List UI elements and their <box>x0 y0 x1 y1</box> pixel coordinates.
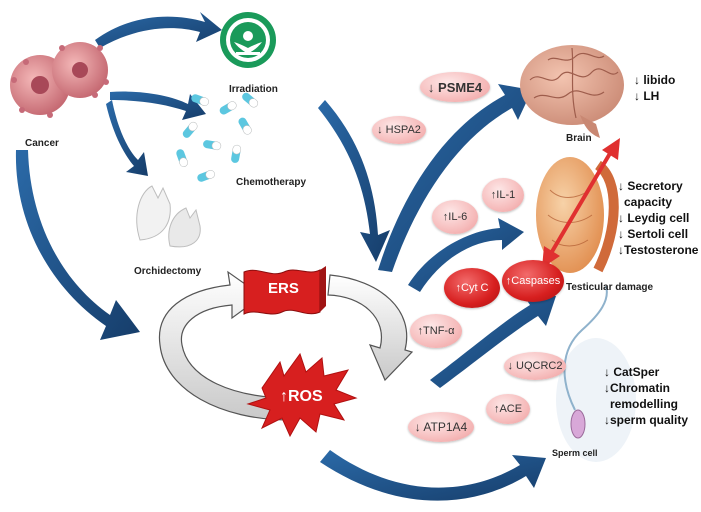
ros-label: ↑ROS <box>280 388 323 405</box>
sperm-effect-item: remodelling <box>610 397 679 411</box>
orchidectomy-label: Orchidectomy <box>134 266 202 277</box>
marker-il1: ↑IL-1 <box>482 178 524 212</box>
testicular-damage-label: Testicular damage <box>566 282 654 293</box>
broken-eggshell-icon <box>136 185 201 248</box>
arrow-to-testis-lower <box>430 296 556 388</box>
ros-burst <box>246 352 358 438</box>
testis-effect-item: ↓ Sertoli cell <box>618 227 689 241</box>
sperm-effect-item: ↓ CatSper <box>604 365 660 379</box>
testis-icon <box>536 157 619 273</box>
testis-effect-item: ↓Testosterone <box>618 243 699 257</box>
marker-uqcrc2: ↓ UQCRC2 <box>504 352 566 380</box>
brain-effect-item: ↓ libido <box>634 73 676 87</box>
arrow-cancer-to-chemotherapy <box>110 91 206 120</box>
arrow-to-brain <box>378 84 532 272</box>
arrow-to-testis-upper <box>408 218 524 292</box>
testis-effects: ↓ Secretory capacity ↓ Leydig cell ↓ Ser… <box>618 178 698 258</box>
marker-psme4: ↓ PSME4 <box>420 72 490 102</box>
irradiation-label: Irradiation <box>229 84 278 95</box>
testis-effect-item: ↓ Leydig cell <box>618 211 690 225</box>
arrow-to-sperm <box>320 450 546 501</box>
testis-effect-item: ↓ Secretory <box>618 179 683 193</box>
cycle-arrows <box>158 270 414 421</box>
brain-effect-item: ↓ LH <box>634 89 660 103</box>
blue-arrows <box>15 12 556 501</box>
marker-hspa2: ↓ HSPA2 <box>372 116 426 144</box>
brain-effects: ↓ libido ↓ LH <box>634 72 675 104</box>
arrow-cancer-to-irradiation <box>95 12 222 48</box>
testis-effect-item: capacity <box>624 195 673 209</box>
arrow-chemo-to-markers <box>318 100 390 262</box>
ers-label: ERS <box>268 280 299 297</box>
marker-cytc: ↑Cyt C <box>444 268 500 308</box>
sperm-effect-item: ↓Chromatin <box>604 381 670 395</box>
ers-block <box>243 266 326 315</box>
arrow-cancer-to-orchidectomy <box>106 100 148 176</box>
sperm-cell-icon <box>556 285 636 462</box>
cycle-arrow-left <box>158 270 293 421</box>
arrow-cancer-to-ers-ros <box>15 150 140 340</box>
marker-atp1a4: ↓ ATP1A4 <box>408 412 474 442</box>
marker-il6: ↑IL-6 <box>432 200 478 234</box>
marker-caspases: ↑Caspases <box>502 260 564 302</box>
marker-tnfa: ↑TNF-α <box>410 314 462 348</box>
chemotherapy-label: Chemotherapy <box>236 177 307 188</box>
cycle-arrow-right <box>327 274 414 382</box>
brain-label: Brain <box>566 133 592 144</box>
capsules-icon <box>176 92 259 182</box>
marker-ace: ↑ACE <box>486 394 530 424</box>
sperm-effects: ↓ CatSper ↓Chromatin remodelling ↓sperm … <box>604 364 688 428</box>
sperm-cell-label: Sperm cell <box>552 448 598 458</box>
brain-icon <box>520 45 624 138</box>
irradiation-symbol-icon <box>220 12 276 68</box>
cancer-label: Cancer <box>25 138 59 149</box>
cancer-cell-icon <box>10 42 109 118</box>
sperm-effect-item: ↓sperm quality <box>604 413 689 427</box>
